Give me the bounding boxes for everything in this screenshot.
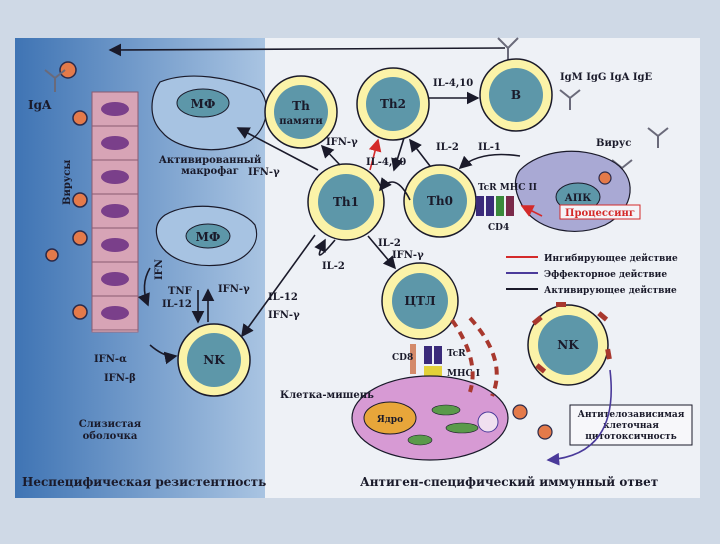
il12-left-label: IL-12 <box>162 299 192 310</box>
antibody-icons <box>44 37 669 180</box>
tcr-mhc2-complex <box>476 196 514 216</box>
virus-right-label: Вирус <box>596 138 631 149</box>
target-organelles <box>407 404 479 446</box>
tnf-label: TNF <box>168 286 192 297</box>
il410-top-label: IL-4,10 <box>433 78 473 89</box>
mhc1-label: MHC I <box>447 369 480 379</box>
ctl-label: ЦТЛ <box>404 294 436 308</box>
ig-classes-label: IgM IgG IgA IgE <box>560 72 652 83</box>
nucleus-label: Ядро <box>377 415 403 425</box>
cd4-label: CD4 <box>488 223 509 233</box>
th1-label: Th1 <box>333 195 359 209</box>
adcc-line-2: клеточная <box>603 421 659 431</box>
th-memory-label-2: памяти <box>279 116 323 127</box>
virus-particles-right <box>512 171 612 440</box>
resting-macrophage-nucleus <box>185 223 231 249</box>
target-virus-particle <box>477 411 499 433</box>
cell-nk-right: NK <box>527 302 612 386</box>
nk-left-label: NK <box>203 353 225 367</box>
cell-ctl: ЦТЛ <box>381 262 459 340</box>
th0-label: Th0 <box>427 194 453 208</box>
tcr-mhc2-label: TcR MHC II <box>478 183 537 193</box>
epithelium <box>91 91 139 333</box>
activated-macrophage-label-2: макрофаг <box>181 166 239 177</box>
legend-inhibit-label: Ингибирующее действие <box>544 253 678 264</box>
il1-label: IL-1 <box>478 142 501 153</box>
il2-th1-loop-label: IL-2 <box>322 261 345 272</box>
processing-box <box>559 204 641 220</box>
target-cell-shape <box>351 375 509 461</box>
legend-effector-label: Эффекторное действие <box>544 269 667 280</box>
tcr-ctl-label: TcR <box>447 349 466 359</box>
processing-label: Процессинг <box>565 208 635 219</box>
cell-b: B <box>479 58 553 132</box>
il410-center-label: IL-4,10 <box>366 157 406 168</box>
target-cell-label: Клетка-мишень <box>280 390 374 401</box>
adcc-line-1: Антителозависимая <box>578 410 685 420</box>
nk-right-label: NK <box>557 338 579 352</box>
target-nucleus <box>363 401 417 435</box>
ifn-gamma-center-label: IFN-γ <box>326 137 358 148</box>
ifn-beta-label: IFN-β <box>104 373 136 384</box>
effector-granules <box>450 316 499 397</box>
apc-label: АПК <box>565 193 592 204</box>
iga-label: IgA <box>28 98 52 112</box>
il2-ctl-label: IL-2 <box>378 238 401 249</box>
left-section-title: Неспецифическая резистентность <box>22 475 266 489</box>
il2-th0-label: IL-2 <box>436 142 459 153</box>
ifn-alpha-label: IFN-α <box>94 354 127 365</box>
cd8-label: CD8 <box>392 353 413 363</box>
cell-th-memory: Th памяти <box>264 75 338 149</box>
ifn-vertical-label: IFN <box>154 259 165 280</box>
th-memory-label-1: Th <box>292 99 310 113</box>
ifn-gamma-th1-nk-label: IFN-γ <box>268 310 300 321</box>
legend-activate-label: Активирующее действие <box>544 285 677 296</box>
right-section-title: Антиген-специфический иммунный ответ <box>360 475 658 489</box>
activated-macrophage-nucleus <box>176 88 230 118</box>
ifn-gamma-mf-label: IFN-γ <box>218 284 250 295</box>
cell-nk-left: NK <box>177 323 251 397</box>
cell-th0: Th0 <box>403 164 477 238</box>
adcc-line-3: цитотоксичность <box>585 432 676 442</box>
ifn-gamma-ctl-label: IFN-γ <box>392 250 424 261</box>
mf-active-label: МФ <box>191 97 216 111</box>
activated-macrophage-label-1: Активированный <box>159 155 262 166</box>
ifn-gamma-macrophage-arrow-label: IFN-γ <box>248 167 280 178</box>
cell-th2: Th2 <box>356 67 430 141</box>
cell-th1: Th1 <box>307 163 385 241</box>
b-label: B <box>511 88 521 102</box>
viruses-left-label: Вирусы <box>62 160 73 205</box>
mf-rest-label: МФ <box>196 230 221 244</box>
mucosa-label-1: Слизистая <box>79 419 142 430</box>
virus-particles-left <box>45 61 88 320</box>
adcc-box <box>569 404 693 446</box>
th2-label: Th2 <box>380 97 406 111</box>
mucosa-label-2: оболочка <box>83 431 138 442</box>
legend: Ингибирующее действие Эффекторное действ… <box>506 253 678 296</box>
il12-th1-label: IL-12 <box>268 292 298 303</box>
arrows <box>108 43 612 466</box>
